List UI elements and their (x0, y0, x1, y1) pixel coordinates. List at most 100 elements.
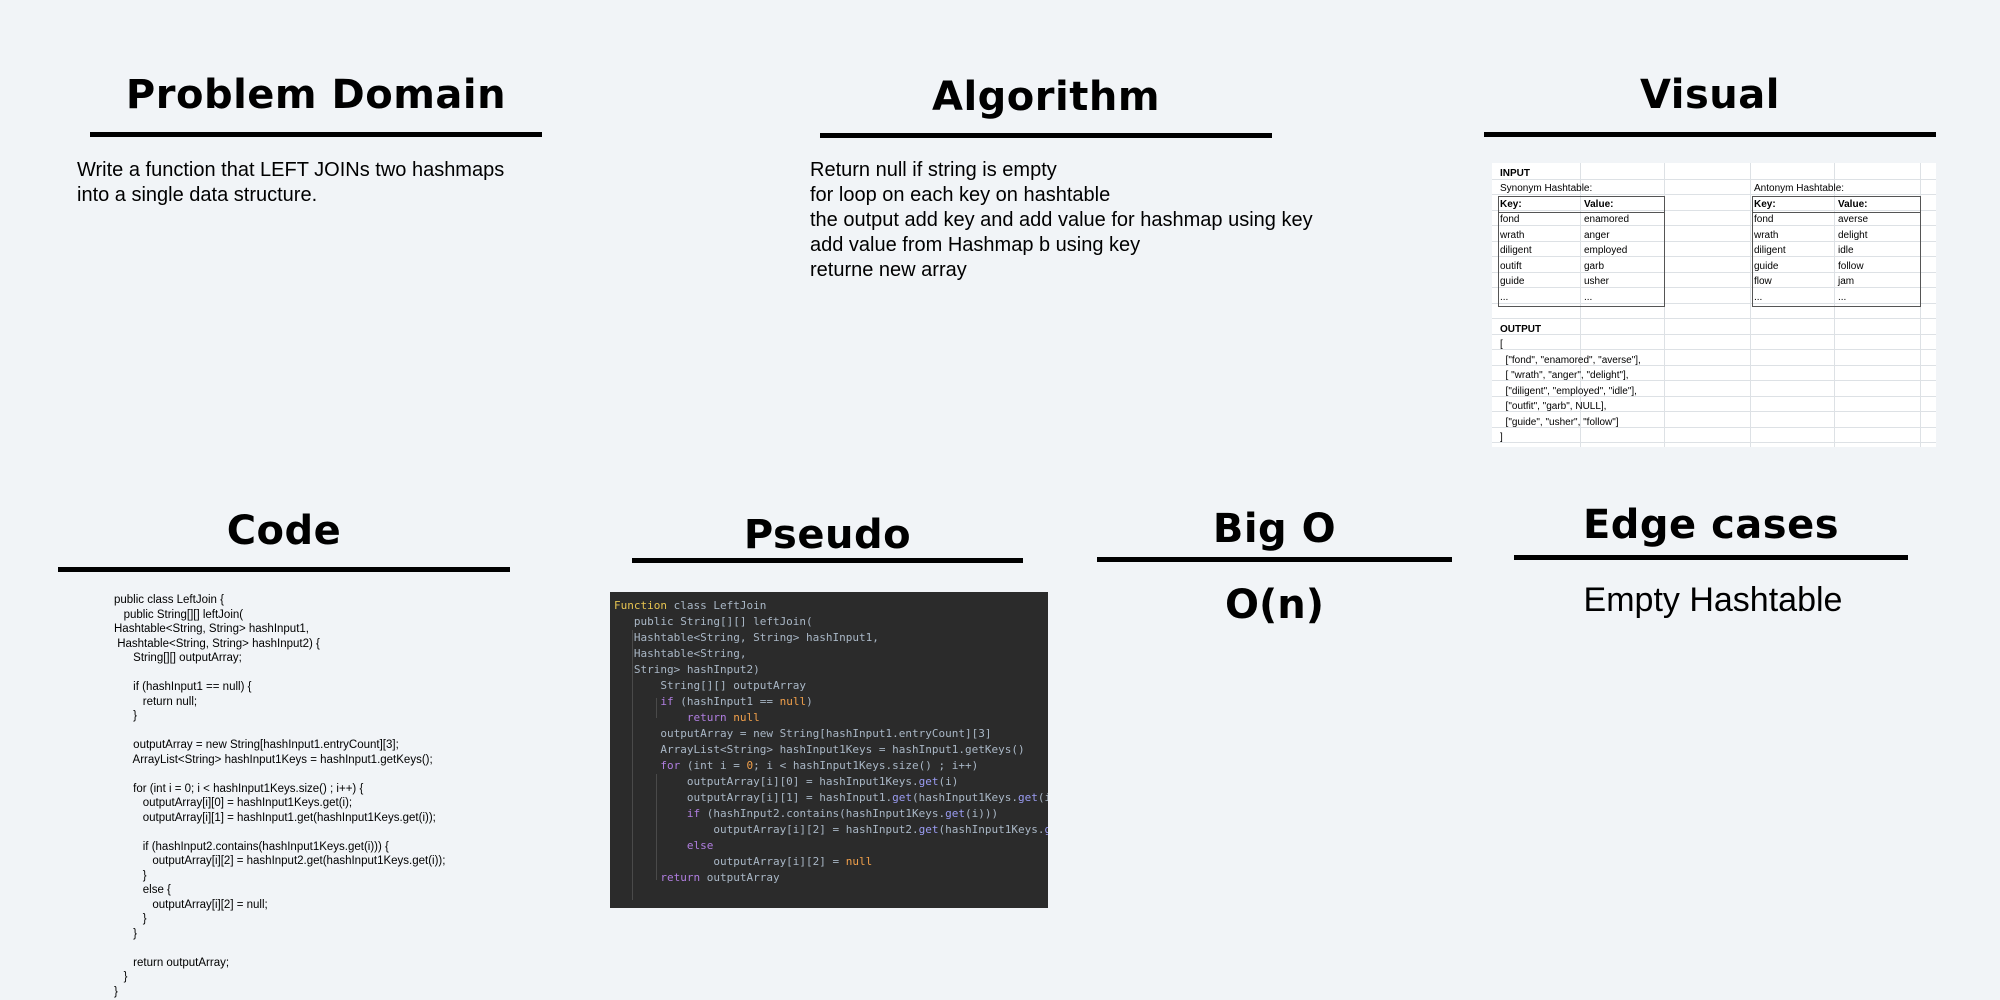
code-line: outputArray[i][2] = hashInput2.get(hashI… (114, 855, 446, 867)
pseudo-token: return (660, 871, 701, 884)
output-line: ["diligent", "employed", "idle"], (1500, 386, 1637, 397)
pseudo-heading: Pseudo (743, 512, 912, 558)
pseudo-token: (hashInput1 == (673, 695, 780, 708)
synonym-value-header: Value: (1584, 199, 1614, 210)
sheet-gridline (1492, 442, 1936, 443)
code-block: public class LeftJoin { public String[][… (114, 593, 445, 999)
code-line: return null; (114, 695, 198, 708)
pseudo-token: String> hashInput2) (614, 663, 760, 676)
code-line: Hashtable<String, String> hashInput1, (114, 623, 309, 635)
pseudo-token (614, 759, 660, 772)
code-line: return outputArray; (114, 956, 230, 969)
code-line: } (114, 927, 138, 940)
synonym-key-cell: fond (1500, 214, 1520, 225)
pseudo-token: ; i < hashInput1Keys.size() ; i++) (753, 759, 979, 772)
code-line: outputArray = new String[hashInput1.entr… (114, 739, 399, 751)
pseudo-token: get (945, 807, 966, 820)
code-line: } (114, 710, 138, 722)
output-line: ["outfit", "garb", NULL], (1500, 401, 1607, 412)
code-line: } (114, 971, 128, 983)
pseudo-line: for (int i = 0; i < hashInput1Keys.size(… (614, 758, 1048, 774)
pseudo-line: outputArray = new String[hashInput1.entr… (614, 726, 1048, 742)
pseudo-line: outputArray[i][2] = hashInput2.get(hashI… (614, 822, 1048, 838)
algorithm-line: add value from Hashmap b using key (810, 234, 1141, 256)
pseudo-token: Hashtable<String, (614, 647, 747, 660)
pseudo-token: outputArray[i][2] = hashInput2. (614, 823, 919, 836)
synonym-title: Synonym Hashtable: (1500, 183, 1593, 194)
output-line: [ "wrath", "anger", "delight"], (1500, 370, 1629, 381)
sheet-gridline (1492, 179, 1936, 180)
synonym-value-cell: usher (1584, 276, 1610, 287)
sheet-gridline (1492, 287, 1936, 288)
problem-domain-text: Write a function that LEFT JOINs two has… (77, 158, 504, 208)
pseudo-line: if (hashInput2.contains(hashInput1Keys.g… (614, 806, 1048, 822)
output-label: OUTPUT (1500, 324, 1542, 335)
code-line: for (int i = 0; i < hashInput1Keys.size(… (114, 782, 364, 795)
pseudo-token: get (892, 791, 913, 804)
sheet-gridline (1492, 256, 1936, 257)
pseudo-token (614, 871, 660, 884)
synonym-key-cell: guide (1500, 276, 1525, 287)
pseudo-token: null (733, 711, 760, 724)
code-line: } (114, 913, 147, 925)
pseudo-line: ArrayList<String> hashInput1Keys = hashI… (614, 742, 1048, 758)
antonym-value-cell: follow (1838, 261, 1864, 272)
code-line: if (hashInput2.contains(hashInput1Keys.g… (114, 840, 389, 853)
problem-domain-line: Write a function that LEFT JOINs two has… (77, 159, 505, 181)
pseudo-token: outputArray = new String[hashInput1.entr… (614, 727, 992, 740)
antonym-key-cell: fond (1754, 214, 1774, 225)
pseudo-token: get (918, 775, 939, 788)
pseudo-line: else (614, 838, 1048, 854)
edge-cases-heading: Edge cases (1582, 502, 1840, 548)
pseudo-rule (632, 558, 1023, 563)
pseudo-token: String[][] outputArray (614, 679, 807, 692)
pseudo-token: if (686, 807, 701, 820)
indent-guide (656, 774, 657, 880)
synonym-value-cell: garb (1584, 261, 1605, 272)
visual-heading: Visual (1640, 72, 1780, 118)
pseudo-token: get (1018, 791, 1038, 804)
pseudo-line: Hashtable<String, (614, 646, 1048, 662)
pseudo-token: (int i = (680, 759, 747, 772)
synonym-value-cell: anger (1584, 230, 1610, 241)
code-line: String[][] outputArray; (114, 652, 242, 664)
pseudo-token: return (686, 711, 727, 724)
code-line: public String[][] leftJoin( (114, 608, 244, 621)
sheet-gridline (1492, 427, 1936, 428)
pseudo-token: 0 (746, 759, 754, 772)
synonym-value-cell: employed (1584, 245, 1628, 256)
visual-rule (1484, 132, 1936, 137)
pseudo-token (614, 695, 660, 708)
code-line: public class LeftJoin { (114, 594, 224, 606)
sheet-gridline (1492, 334, 1936, 335)
sheet-gridline (1492, 272, 1936, 273)
algorithm-rule (820, 133, 1272, 138)
algorithm-line: Return null if string is empty (810, 159, 1057, 181)
pseudo-editor: Function class LeftJoin public String[][… (610, 592, 1048, 908)
pseudo-token: outputArray (700, 871, 780, 884)
pseudo-token: (i))) (965, 807, 999, 820)
output-line: ["fond", "enamored", "averse"], (1500, 355, 1641, 366)
code-heading: Code (226, 508, 342, 554)
output-line: [ (1500, 339, 1503, 350)
pseudo-token: outputArray[i][2] = (614, 855, 846, 868)
synonym-key-cell: diligent (1500, 245, 1532, 256)
pseudo-token: (hashInput1Keys. (912, 791, 1018, 804)
code-line: } (114, 985, 118, 998)
pseudo-token (614, 839, 687, 852)
antonym-table (1752, 196, 1921, 307)
sheet-gridline (1492, 303, 1936, 304)
antonym-key-cell: diligent (1754, 245, 1786, 256)
pseudo-token: outputArray[i][1] = hashInput1. (614, 791, 893, 804)
code-rule (58, 567, 510, 572)
sheet-gridline (1834, 163, 1835, 447)
sheet-gridline (1492, 365, 1936, 366)
big-o-heading: Big O (1212, 506, 1337, 552)
antonym-value-cell: ... (1838, 292, 1847, 303)
pseudo-line: return null (614, 710, 1048, 726)
sheet-gridline (1492, 349, 1936, 350)
pseudo-line: outputArray[i][2] = null (614, 854, 1048, 870)
algorithm-line: returne new array (810, 259, 967, 281)
pseudo-token (614, 807, 687, 820)
antonym-key-cell: flow (1754, 276, 1772, 287)
